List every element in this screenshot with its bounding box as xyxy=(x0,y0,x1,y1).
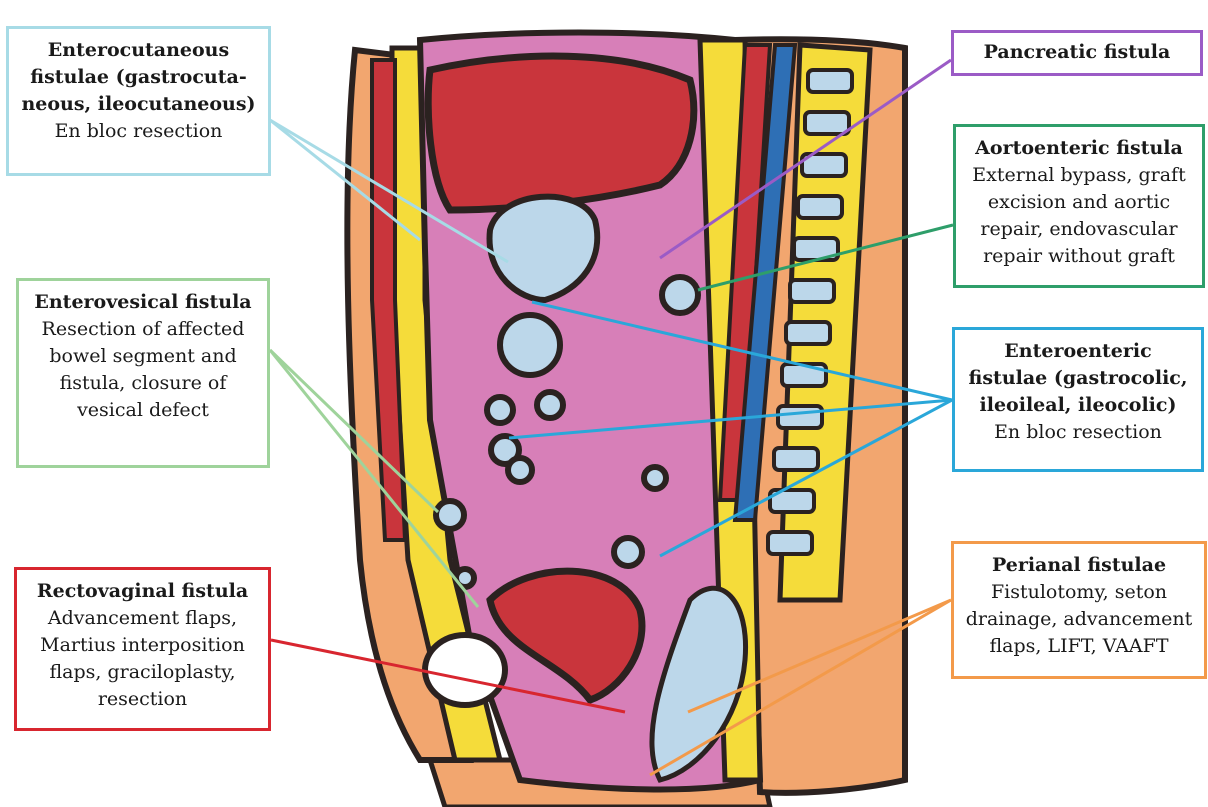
label-title: Enterocutaneous fistulae (gastrocuta- ne… xyxy=(17,37,260,118)
liver xyxy=(428,56,694,210)
label-title: Perianal fistulae xyxy=(962,552,1196,579)
label-pancreatic-fistula: Pancreatic fistula xyxy=(951,30,1203,76)
label-aortoenteric-fistula: Aortoenteric fistula External bypass, gr… xyxy=(953,124,1205,288)
label-title: Rectovaginal fistula xyxy=(25,578,260,605)
label-text: Advancement flaps, Martius interposition… xyxy=(25,605,260,713)
label-text: En bloc resection xyxy=(963,419,1193,446)
label-enterovesical-fistula: Enterovesical fistula Resection of affec… xyxy=(16,278,270,468)
label-title: Enterovesical fistula xyxy=(27,289,259,316)
label-perianal-fistulae: Perianal fistulae Fistulotomy, seton dra… xyxy=(951,541,1207,679)
label-title: Enteroenteric fistulae (gastrocolic, ile… xyxy=(963,338,1193,419)
label-enteroenteric-fistulae: Enteroenteric fistulae (gastrocolic, ile… xyxy=(952,327,1204,472)
label-title: Pancreatic fistula xyxy=(962,39,1192,66)
label-text: External bypass, graft excision and aort… xyxy=(964,162,1194,270)
label-text: En bloc resection xyxy=(17,118,260,145)
label-rectovaginal-fistula: Rectovaginal fistula Advancement flaps, … xyxy=(14,567,271,731)
label-enterocutaneous-fistulae: Enterocutaneous fistulae (gastrocuta- ne… xyxy=(6,26,271,176)
label-text: Resection of affected bowel segment and … xyxy=(27,316,259,424)
label-title: Aortoenteric fistula xyxy=(964,135,1194,162)
label-text: Fistulotomy, seton drainage, advancement… xyxy=(962,579,1196,660)
colon-loop xyxy=(500,315,560,375)
pubic-region xyxy=(425,635,505,705)
